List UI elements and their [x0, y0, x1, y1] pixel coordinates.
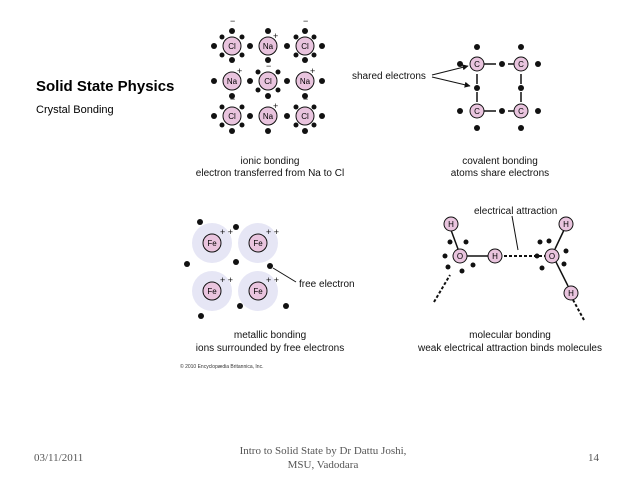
- svg-text:Cl: Cl: [301, 112, 309, 121]
- svg-text:+ +: + +: [266, 227, 279, 237]
- covalent-atom: C: [513, 103, 529, 119]
- metal-ion: Fe: [248, 281, 268, 301]
- molecular-bonding-diagram: H O H H O H electrical attraction molecu…: [417, 206, 602, 354]
- free-electron-pointer: [272, 267, 297, 283]
- molecule-atom: H: [558, 216, 574, 232]
- svg-text:+: +: [273, 101, 278, 111]
- metallic-caption-title: metallic bonding: [234, 330, 306, 341]
- ionic-atom: Na: [295, 71, 315, 91]
- footer-credit: Intro to Solid State by Dr Dattu Joshi, …: [228, 444, 418, 472]
- ionic-caption-title: ionic bonding: [241, 156, 300, 167]
- svg-text:Na: Na: [227, 77, 238, 86]
- ionic-atom: Cl: [222, 106, 242, 126]
- svg-text:Fe: Fe: [253, 287, 263, 296]
- molecular-caption-title: molecular bonding: [469, 330, 551, 341]
- svg-text:Fe: Fe: [253, 239, 263, 248]
- metal-ion: Fe: [202, 233, 222, 253]
- svg-text:H: H: [492, 252, 498, 261]
- svg-text:Cl: Cl: [228, 42, 236, 51]
- svg-text:C: C: [474, 107, 480, 116]
- svg-text:Fe: Fe: [207, 239, 217, 248]
- svg-text:Na: Na: [263, 112, 274, 121]
- slide-subtitle: Crystal Bonding: [36, 104, 114, 116]
- ionic-atom: Na: [258, 36, 278, 56]
- svg-text:C: C: [474, 60, 480, 69]
- svg-text:−: −: [230, 16, 235, 26]
- shared-electrons-label: shared electrons: [352, 71, 426, 82]
- covalent-bonding-diagram: C C C C shared electrons covalent bondin…: [352, 44, 549, 179]
- molecule-atom: O: [544, 248, 560, 264]
- svg-text:+: +: [273, 31, 278, 41]
- svg-text:Na: Na: [300, 77, 311, 86]
- svg-text:Cl: Cl: [228, 112, 236, 121]
- free-electron-label: free electron: [299, 279, 355, 290]
- svg-text:+ +: + +: [220, 227, 233, 237]
- ionic-atom: Na: [258, 106, 278, 126]
- covalent-atom: C: [469, 103, 485, 119]
- svg-text:Na: Na: [263, 42, 274, 51]
- svg-text:+: +: [310, 66, 315, 76]
- molecule-atom: H: [443, 216, 459, 232]
- molecule-atom: H: [563, 285, 579, 301]
- covalent-caption-text: atoms share electrons: [451, 168, 549, 179]
- svg-text:H: H: [563, 220, 569, 229]
- electrical-attraction-pointer: [511, 215, 519, 251]
- page-number: 14: [588, 452, 599, 464]
- svg-text:H: H: [448, 220, 454, 229]
- svg-text:C: C: [518, 60, 524, 69]
- footer-date: 03/11/2011: [34, 452, 84, 464]
- svg-text:O: O: [457, 252, 463, 261]
- svg-text:+ +: + +: [220, 275, 233, 285]
- metal-ion: Fe: [248, 233, 268, 253]
- shared-electrons-arrows: [431, 64, 471, 88]
- slide-title: Solid State Physics: [36, 78, 175, 95]
- svg-text:−: −: [266, 61, 271, 71]
- molecular-caption-text: weak electrical attraction binds molecul…: [417, 343, 602, 354]
- ionic-atom: Cl: [222, 36, 242, 56]
- covalent-atom: C: [469, 56, 485, 72]
- copyright-notice: © 2010 Encyclopædia Britannica, Inc.: [180, 363, 263, 370]
- molecule-atom: O: [452, 248, 468, 264]
- footer-credit-line-1: Intro to Solid State by Dr Dattu Joshi,: [239, 445, 407, 457]
- ionic-atom: Cl: [295, 106, 315, 126]
- metallic-bonding-diagram: + ++ + + ++ + Fe Fe Fe Fe free electron …: [184, 219, 355, 354]
- metal-ion: Fe: [202, 281, 222, 301]
- svg-text:C: C: [518, 107, 524, 116]
- svg-text:O: O: [549, 252, 555, 261]
- svg-text:−: −: [230, 94, 235, 104]
- svg-text:−: −: [303, 16, 308, 26]
- ionic-atom: Na: [222, 71, 242, 91]
- ionic-atom: Cl: [295, 36, 315, 56]
- svg-text:−: −: [303, 94, 308, 104]
- ionic-caption-text: electron transferred from Na to Cl: [196, 168, 344, 179]
- ionic-atom: Cl: [258, 71, 278, 91]
- svg-text:Fe: Fe: [207, 287, 217, 296]
- svg-text:+ +: + +: [266, 275, 279, 285]
- svg-text:H: H: [568, 289, 574, 298]
- svg-text:+: +: [237, 66, 242, 76]
- metallic-caption-text: ions surrounded by free electrons: [196, 343, 344, 354]
- svg-text:Cl: Cl: [264, 77, 272, 86]
- covalent-atom: C: [513, 56, 529, 72]
- footer-credit-line-2: MSU, Vadodara: [287, 459, 359, 471]
- ionic-bonding-diagram: − + − + − + − + − Cl Na Cl Na Cl Na: [196, 16, 344, 179]
- svg-text:Cl: Cl: [301, 42, 309, 51]
- covalent-caption-title: covalent bonding: [462, 156, 538, 167]
- electrical-attraction-label: electrical attraction: [474, 206, 557, 217]
- molecule-atom: H: [487, 248, 503, 264]
